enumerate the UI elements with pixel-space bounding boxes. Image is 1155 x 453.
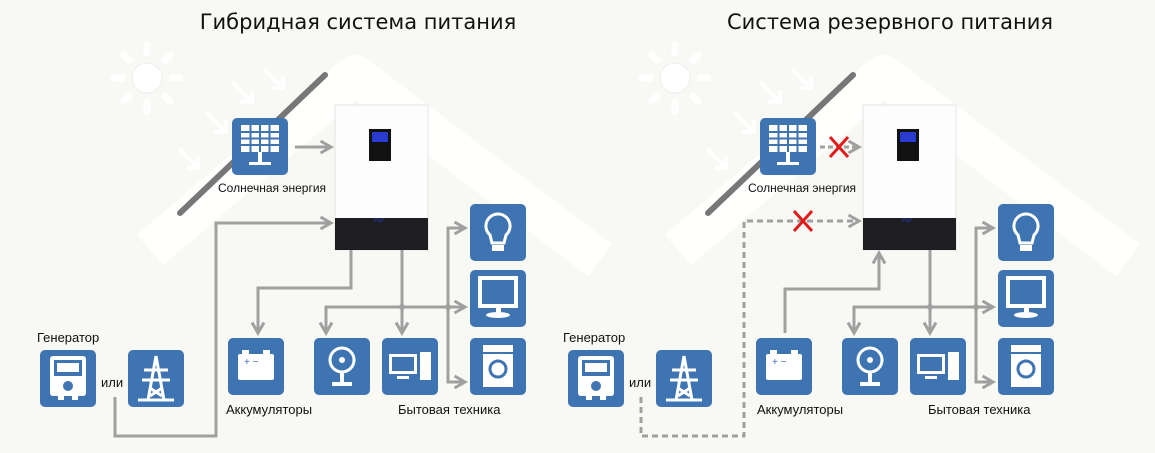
battery-label: Аккумуляторы xyxy=(226,402,313,417)
washing-machine-icon xyxy=(470,338,526,395)
power-tower-icon xyxy=(656,350,712,407)
panel-title: Гибридная система питания xyxy=(199,10,517,34)
load-bus-line xyxy=(324,299,469,333)
battery-icon: + − xyxy=(228,338,284,395)
sun-icon xyxy=(114,45,180,111)
inverter-to-battery-line xyxy=(250,250,353,337)
panel-hybrid: FSP + − xyxy=(40,45,600,438)
to-washer-line xyxy=(446,226,469,390)
solar-panel-icon xyxy=(760,118,816,175)
generator-label: Генератор xyxy=(563,330,626,345)
or-label: или xyxy=(629,375,652,390)
monitor-icon xyxy=(998,270,1054,327)
fan-icon xyxy=(842,338,898,395)
computer-icon xyxy=(382,338,438,395)
generator-icon xyxy=(40,350,96,407)
panel-title: Система резервного питания xyxy=(726,10,1054,34)
battery-label: Аккумуляторы xyxy=(757,402,844,417)
inverter: FSP xyxy=(334,104,429,251)
solar-label: Солнечная энергия xyxy=(748,181,857,195)
fan-icon xyxy=(314,338,370,395)
inverter: FSP xyxy=(862,104,957,251)
or-label: или xyxy=(101,375,124,390)
cross-icon xyxy=(792,209,814,233)
sun-icon xyxy=(642,45,708,111)
battery-to-inverter-line xyxy=(783,249,887,333)
inverter-logo: FSP xyxy=(374,218,384,224)
appliances-label: Бытовая техника xyxy=(398,402,501,417)
light-bulb-icon xyxy=(470,204,526,261)
battery-icon: + − xyxy=(756,338,812,395)
panel-backup: FSP + − xyxy=(568,45,1128,438)
power-tower-icon xyxy=(128,350,184,407)
generator-icon xyxy=(568,350,624,407)
to-washer-line xyxy=(974,226,997,390)
appliances-label: Бытовая техника xyxy=(928,402,1031,417)
svg-text:+ −: + − xyxy=(244,357,259,368)
grid-to-inverter-line xyxy=(113,215,335,438)
grid-to-inverter-line-disabled xyxy=(639,213,863,438)
monitor-icon xyxy=(470,270,526,327)
cross-icon xyxy=(828,135,850,159)
washing-machine-icon xyxy=(998,338,1054,395)
svg-text:+ −: + − xyxy=(772,357,787,368)
inverter-logo: FSP xyxy=(902,218,912,224)
load-bus-line xyxy=(852,299,997,333)
solar-label: Солнечная энергия xyxy=(218,181,327,195)
solar-panel-icon xyxy=(232,118,288,175)
computer-icon xyxy=(910,338,966,395)
light-bulb-icon xyxy=(998,204,1054,261)
generator-label: Генератор xyxy=(37,330,100,345)
